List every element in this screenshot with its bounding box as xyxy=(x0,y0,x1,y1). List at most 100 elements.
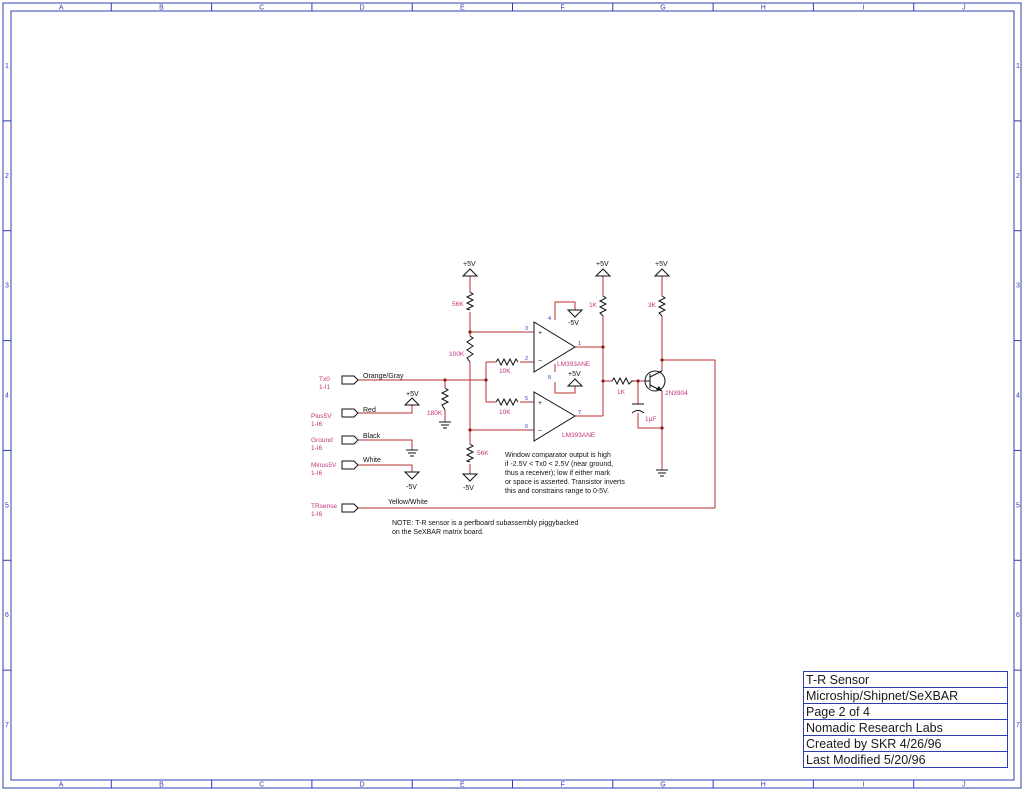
row-label-right: 6 xyxy=(1016,612,1020,619)
svg-text:on the SeXBAR matrix board.: on the SeXBAR matrix board. xyxy=(392,529,484,536)
svg-text:+5V: +5V xyxy=(568,371,581,378)
svg-text:100K: 100K xyxy=(449,351,465,358)
resistor-100k: 100K xyxy=(449,335,474,363)
svg-text:−: − xyxy=(538,428,542,435)
comparator-note: Window comparator output is high if -2.5… xyxy=(505,452,625,495)
row-label-right: 7 xyxy=(1016,722,1020,729)
row-label-left: 4 xyxy=(5,393,9,400)
svg-text:or space is asserted. Transis: or space is asserted. Transistor inverts xyxy=(505,479,625,486)
svg-text:LM393ANE: LM393ANE xyxy=(557,361,591,368)
svg-text:1: 1 xyxy=(578,341,581,347)
title-block-title: T-R Sensor xyxy=(804,672,1007,688)
capacitor-1uf: 1µF xyxy=(631,403,656,423)
resistor-56k-top: 56K xyxy=(452,291,475,311)
row-label-right: 3 xyxy=(1016,283,1020,290)
svg-text:1-I6: 1-I6 xyxy=(311,445,323,452)
svg-text:-5V: -5V xyxy=(568,320,579,327)
svg-text:7: 7 xyxy=(578,410,581,416)
row-label-left: 3 xyxy=(5,283,9,290)
title-block-organization: Nomadic Research Labs xyxy=(804,720,1007,736)
svg-text:Window comparator output is hi: Window comparator output is high xyxy=(505,452,611,459)
column-label-bottom: I xyxy=(863,782,865,789)
transistor-2n3904: 2N3904 xyxy=(644,370,688,397)
supply-minus5v-a: -5V xyxy=(461,473,479,492)
supply-plus5v-a: +5V xyxy=(461,261,479,277)
column-label-top: H xyxy=(761,5,766,12)
row-label-left: 6 xyxy=(5,612,9,619)
svg-text:56K: 56K xyxy=(477,450,489,457)
connector-tx0: Tx0 1-I1 Orange/Gray xyxy=(319,373,404,391)
column-label-top: G xyxy=(660,5,665,12)
column-label-top: D xyxy=(360,5,365,12)
svg-text:6: 6 xyxy=(525,424,528,430)
svg-text:Minus5V: Minus5V xyxy=(311,462,337,469)
row-label-right: 4 xyxy=(1016,393,1020,400)
connector-plus5v: Plus5V 1-I6 Red xyxy=(311,407,376,428)
row-label-right: 2 xyxy=(1016,173,1020,180)
svg-text:Red: Red xyxy=(363,407,376,414)
column-label-bottom: C xyxy=(259,782,264,789)
comparator-upper: + − 3 2 1 4 8 LM393ANE xyxy=(525,316,591,381)
svg-text:1µF: 1µF xyxy=(645,416,656,423)
svg-text:−: − xyxy=(538,358,542,365)
column-label-top: E xyxy=(460,5,465,12)
svg-text:5: 5 xyxy=(525,396,528,402)
svg-text:this and constrains range to 0: this and constrains range to 0-5V. xyxy=(505,488,609,495)
svg-text:1K: 1K xyxy=(617,389,626,396)
column-label-top: B xyxy=(159,5,164,12)
connector-minus5v: Minus5V 1-I6 White xyxy=(311,457,381,477)
resistor-10k-lower: 10K xyxy=(495,397,519,416)
svg-text:1-I6: 1-I6 xyxy=(311,421,323,428)
column-label-bottom: F xyxy=(561,782,565,789)
svg-text:1-I6: 1-I6 xyxy=(311,511,323,518)
resistor-1k-base: 1K xyxy=(611,376,634,396)
svg-text:180K: 180K xyxy=(427,410,443,417)
ground-symbol-180k xyxy=(439,421,451,429)
svg-text:3: 3 xyxy=(525,326,528,332)
row-label-left: 7 xyxy=(5,722,9,729)
svg-text:+: + xyxy=(538,400,542,407)
column-label-bottom: J xyxy=(962,782,966,789)
row-label-left: 5 xyxy=(5,502,9,509)
row-label-right: 1 xyxy=(1016,63,1020,70)
supply-plus5v-d: +5V xyxy=(566,371,584,387)
column-label-bottom: D xyxy=(360,782,365,789)
row-label-right: 5 xyxy=(1016,502,1020,509)
column-label-top: F xyxy=(561,5,565,12)
svg-text:Ground: Ground xyxy=(311,437,333,444)
svg-text:Tx0: Tx0 xyxy=(319,376,330,383)
svg-text:1-I1: 1-I1 xyxy=(319,384,331,391)
svg-text:thus a receiver); low if eithe: thus a receiver); low if either mark xyxy=(505,470,611,477)
ground-symbol-emitter xyxy=(656,469,668,477)
supply-plus5v-e: +5V xyxy=(403,391,421,406)
supply-plus5v-b: +5V xyxy=(594,261,612,277)
svg-text:TRsense: TRsense xyxy=(311,503,337,510)
title-block-modified: Last Modified 5/20/96 xyxy=(806,753,926,767)
svg-text:1-I6: 1-I6 xyxy=(311,470,323,477)
resistor-10k-upper: 10K xyxy=(495,357,519,375)
resistor-3k: 3K xyxy=(648,295,667,317)
svg-text:LM393ANE: LM393ANE xyxy=(562,432,596,439)
svg-text:if -2.5V < Tx0 < 2.5V (near gr: if -2.5V < Tx0 < 2.5V (near ground, xyxy=(505,461,613,468)
svg-text:NOTE: T-R sensor is a perfboa: NOTE: T-R sensor is a perfboard subassem… xyxy=(392,520,578,527)
row-label-left: 2 xyxy=(5,173,9,180)
column-label-top: I xyxy=(863,5,865,12)
svg-text:+5V: +5V xyxy=(406,391,419,398)
svg-text:White: White xyxy=(363,457,381,464)
title-block-project: Microship/Shipnet/SeXBAR xyxy=(804,688,1007,704)
svg-text:+5V: +5V xyxy=(655,261,668,268)
svg-text:56K: 56K xyxy=(452,301,464,308)
comparator-lower: + − 5 6 7 LM393ANE xyxy=(525,391,596,442)
svg-text:10K: 10K xyxy=(499,368,511,375)
row-label-left: 1 xyxy=(5,63,9,70)
resistor-56k-bottom: 56K xyxy=(465,443,489,463)
svg-text:Plus5V: Plus5V xyxy=(311,413,332,420)
svg-text:Yellow/White: Yellow/White xyxy=(388,499,428,506)
column-label-top: C xyxy=(259,5,264,12)
title-block: T-R Sensor Microship/Shipnet/SeXBAR Page… xyxy=(803,671,1008,768)
svg-text:2N3904: 2N3904 xyxy=(665,390,688,397)
svg-text:+: + xyxy=(538,330,542,337)
sensor-note: NOTE: T-R sensor is a perfboard subassem… xyxy=(392,520,578,536)
